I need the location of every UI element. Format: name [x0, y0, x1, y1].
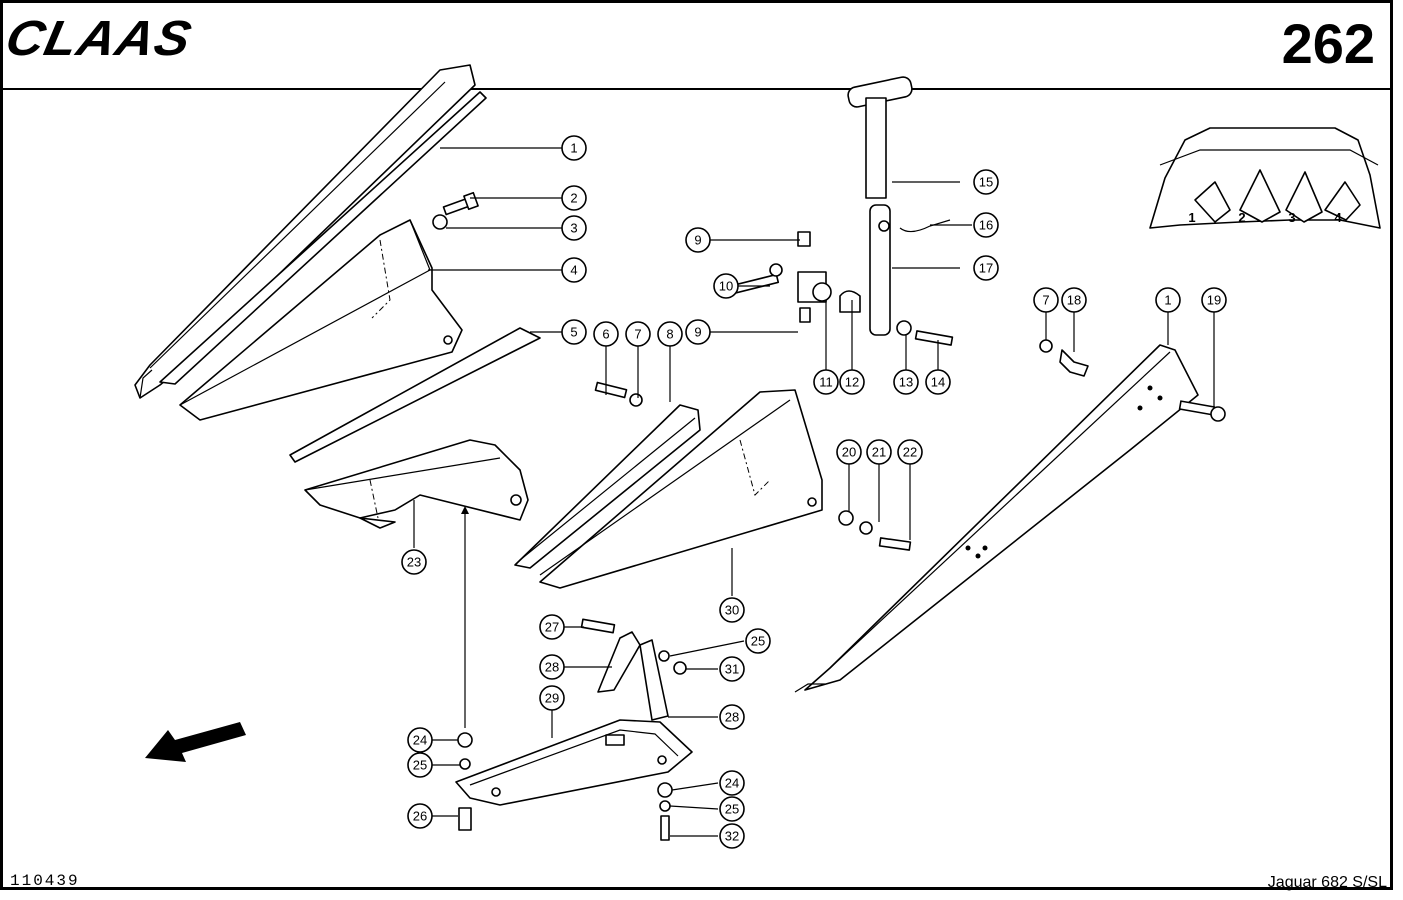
part-strip-5	[289, 327, 541, 463]
callout-label: 3	[570, 221, 577, 236]
part-handle	[847, 76, 951, 336]
part-nut-3	[432, 214, 448, 230]
direction-arrow-icon	[145, 722, 246, 762]
callout-label: 25	[751, 634, 765, 649]
callout-label: 19	[1207, 293, 1221, 308]
callout-label: 26	[413, 809, 427, 824]
header-divider	[0, 88, 1393, 90]
part-cone-30	[539, 389, 823, 589]
callout-label: 20	[842, 445, 856, 460]
inset-row-label: 2	[1238, 210, 1245, 225]
part-rail-left	[134, 64, 487, 399]
callout-label: 9	[694, 233, 701, 248]
part-rail-right	[794, 344, 1199, 693]
callout-label: 12	[845, 375, 859, 390]
drawing-id: 110439	[10, 872, 80, 890]
callout-label: 2	[570, 191, 577, 206]
callouts: 1 2 3 4 5 6 7 8 9 9 10 11 12 13 14 15 16…	[401, 135, 1227, 849]
callout-label: 22	[903, 445, 917, 460]
callout-label: 14	[931, 375, 945, 390]
callout-label: 27	[545, 620, 559, 635]
callout-label: 28	[545, 660, 559, 675]
part-hardware-20-22	[838, 510, 912, 551]
part-hardware-cluster	[730, 231, 954, 346]
part-cone-8	[514, 404, 701, 569]
callout-label: 25	[725, 802, 739, 817]
page-number: 262	[1281, 12, 1375, 75]
part-hardware-7-18-19	[1039, 339, 1226, 422]
callout-label: 6	[602, 327, 609, 342]
callout-label: 4	[570, 263, 577, 278]
callout-label: 32	[725, 829, 739, 844]
callout-label: 28	[725, 710, 739, 725]
callout-label: 15	[979, 175, 993, 190]
callout-label: 17	[979, 261, 993, 276]
part-brackets-28	[580, 618, 687, 721]
callout-label: 1	[570, 141, 577, 156]
callout-label: 9	[694, 325, 701, 340]
callout-label: 10	[719, 279, 733, 294]
part-divider-cone-4	[179, 219, 463, 421]
callout-label: 24	[725, 776, 739, 791]
inset-row-label: 3	[1288, 210, 1295, 225]
callout-label: 7	[1042, 293, 1049, 308]
inset-row-label: 1	[1188, 210, 1195, 225]
callout-label: 11	[819, 375, 833, 390]
inset-header-thumbnail: 1 2 3 4	[1149, 127, 1381, 229]
part-hardware-6-7	[594, 381, 643, 407]
callout-label: 29	[545, 691, 559, 706]
callout-label: 8	[666, 327, 673, 342]
callout-label: 25	[413, 758, 427, 773]
callout-label: 5	[570, 325, 577, 340]
callout-label: 16	[979, 218, 993, 233]
callout-label: 31	[725, 662, 739, 677]
part-bolt-2	[442, 191, 479, 216]
model-label: Jaguar 682 S/SL	[1267, 874, 1387, 891]
callout-label: 30	[725, 603, 739, 618]
callout-label: 18	[1067, 293, 1081, 308]
leader-lines	[413, 147, 1215, 837]
guide-arrowhead	[461, 506, 469, 514]
callout-label: 13	[899, 375, 913, 390]
callout-label: 7	[634, 327, 641, 342]
callout-label: 23	[407, 555, 421, 570]
callout-label: 21	[872, 445, 886, 460]
part-skid-23	[304, 439, 529, 529]
inset-row-label: 4	[1334, 210, 1342, 225]
callout-label: 1	[1164, 293, 1171, 308]
callout-label: 24	[413, 733, 427, 748]
part-base-plate-29	[455, 719, 693, 806]
